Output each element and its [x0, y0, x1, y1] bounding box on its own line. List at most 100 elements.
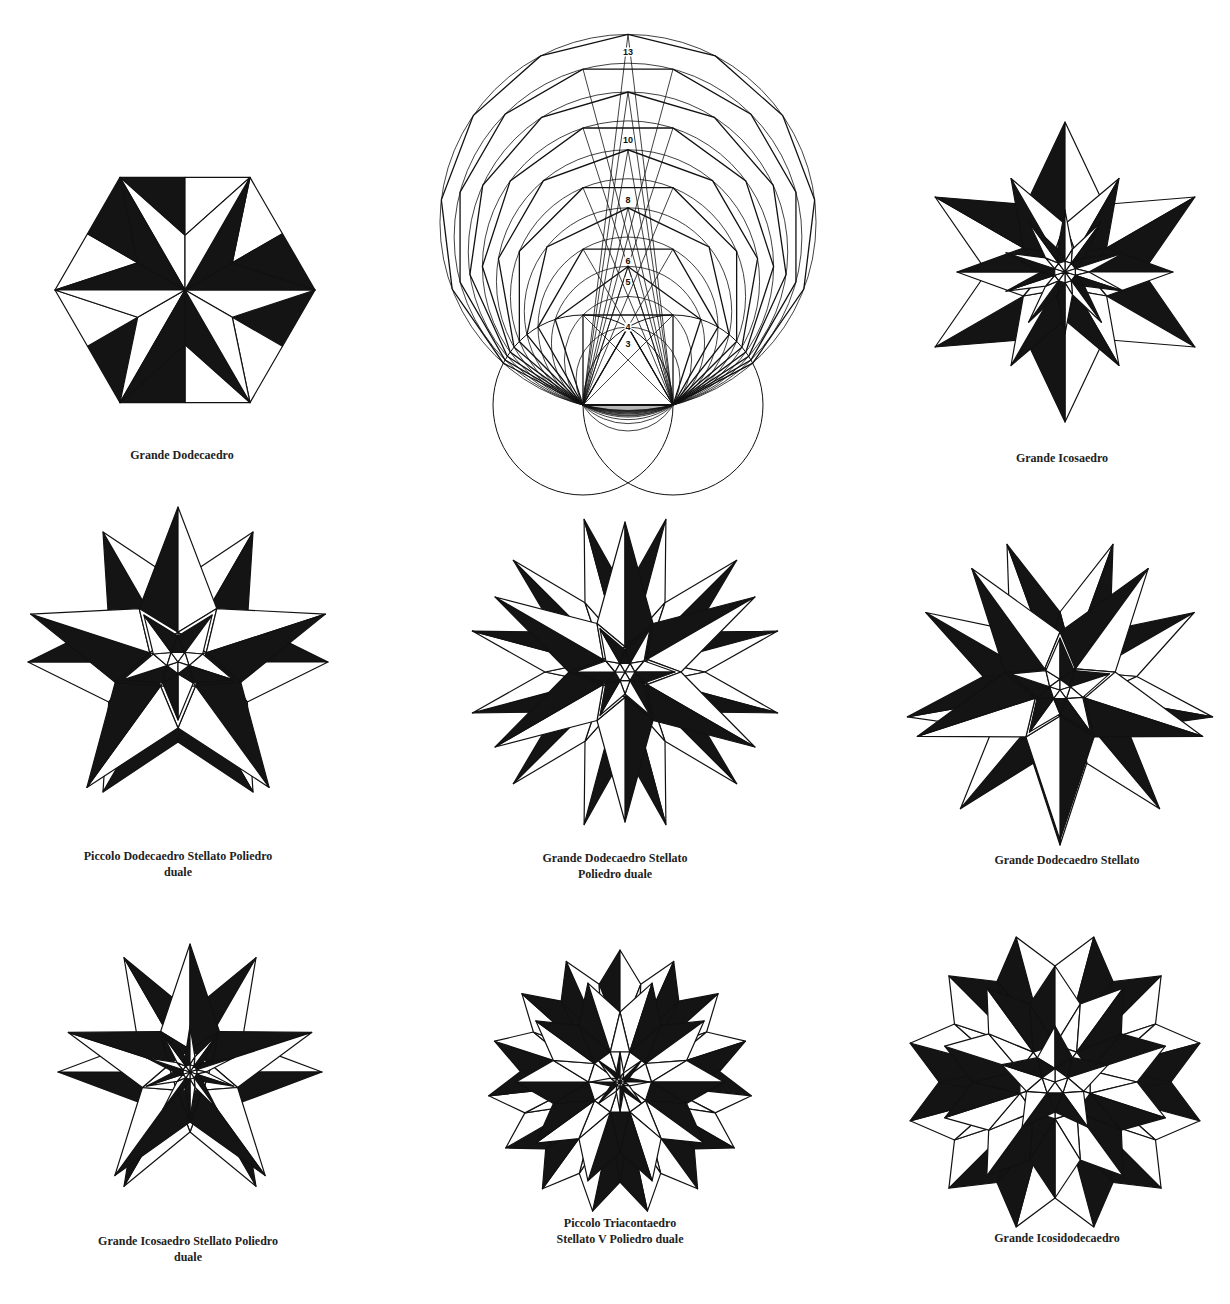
polyhedron-facet [185, 615, 212, 654]
polyhedron-facet [1065, 283, 1072, 334]
polyhedron-facet [1046, 638, 1060, 679]
polygon-construction [440, 34, 816, 495]
polyhedron-facet [146, 1072, 183, 1086]
polyhedron-facet [516, 1082, 589, 1104]
regular-polygon [555, 267, 701, 405]
polyhedron-facet [646, 1021, 705, 1064]
polygon-number: 8 [624, 196, 631, 205]
polyhedron-facet [185, 177, 250, 290]
polyhedron-facet [630, 629, 650, 664]
polyhedron-facet [1029, 222, 1059, 263]
polyhedron-facet [623, 1061, 641, 1079]
polygon-number: 13 [622, 48, 634, 57]
polyhedron-facet [178, 662, 189, 674]
polyhedron-facet [1075, 569, 1148, 673]
polyhedron [146, 1026, 233, 1118]
polyhedron-facet [1029, 222, 1059, 263]
polyhedron-facet [646, 1021, 705, 1064]
construction-line [628, 150, 673, 405]
polyhedron-facet [1071, 281, 1101, 323]
polyhedron-facet [599, 1085, 617, 1103]
polyhedron-facet [31, 609, 150, 653]
polygon-number: 10 [622, 136, 634, 145]
polyhedron-facet [197, 1058, 234, 1072]
polyhedron-facet [1059, 261, 1065, 272]
polygon-number: 4 [624, 323, 631, 332]
construction-line [583, 69, 673, 405]
figure-caption: Piccolo Triacontaedro Stellato V Poliedr… [545, 1215, 695, 1247]
construction-line [583, 150, 628, 405]
polyhedron-facet [647, 672, 755, 747]
polyhedron-facet [1002, 1058, 1042, 1078]
polyhedron [910, 937, 1200, 1227]
polyhedron-facet [178, 686, 269, 787]
polyhedron-facet [495, 597, 603, 659]
polyhedron-facet [625, 697, 653, 822]
construction-line [583, 128, 673, 405]
polyhedron-facet [1071, 281, 1101, 323]
regular-polygon [498, 150, 757, 405]
polyhedron [123, 615, 233, 720]
polyhedron-facet [599, 1061, 617, 1079]
polyhedron-facet [190, 1079, 195, 1118]
polyhedron-facet [1022, 1091, 1047, 1127]
polyhedron-facet [625, 629, 650, 664]
polygon-number: 6 [624, 257, 631, 266]
polyhedron-facet [553, 1060, 594, 1082]
polyhedron-facet [194, 1078, 217, 1109]
polyhedron-facet [1085, 672, 1203, 736]
polyhedron-facet [615, 672, 625, 681]
polyhedron [516, 983, 724, 1181]
polyhedron-facet [163, 1035, 186, 1066]
polyhedron-facet [536, 1101, 595, 1144]
figure-caption: Piccolo Dodecaedro Stellato Poliedro dua… [83, 848, 273, 880]
regular-polygon [460, 69, 796, 405]
circumcircle [440, 34, 816, 410]
polyhedron-facet [120, 177, 185, 290]
circumcircle [496, 150, 759, 413]
polygon-number: 3 [624, 340, 631, 349]
polyhedron-facet [120, 177, 185, 290]
polyhedron [945, 966, 1166, 1198]
polyhedron-facet [647, 685, 755, 747]
figure-caption: Grande Icosaedro Stellato Poliedro duale [98, 1233, 278, 1265]
polyhedron-facet [987, 988, 1034, 1052]
regular-polygon [470, 92, 786, 405]
polyhedron-facet [185, 177, 250, 290]
construction-line [628, 34, 673, 405]
polyhedron-facet [1050, 679, 1060, 690]
polyhedron-facet [625, 681, 650, 716]
polyhedron [472, 519, 777, 824]
polygon-number: 5 [624, 278, 631, 287]
polyhedron-facet [495, 597, 603, 672]
polyhedron [575, 629, 675, 716]
circumcircle [468, 92, 787, 411]
regular-polygon [441, 34, 814, 405]
figure-caption: Grande Icosidodecaedro [947, 1230, 1167, 1246]
polyhedron-facet [623, 1085, 641, 1103]
polyhedron-facet [635, 661, 675, 672]
polyhedron-facet [600, 681, 625, 716]
polyhedron-facet [652, 1060, 725, 1082]
polyhedron-facet [55, 290, 185, 317]
polyhedron-facet [599, 1085, 617, 1103]
construction-line [583, 208, 628, 405]
polyhedron-facet [610, 1012, 629, 1052]
construction-line [583, 128, 673, 405]
regular-polygon [583, 327, 673, 405]
figure-caption: Grande Dodecaedro [82, 447, 282, 463]
polyhedron-facet [1026, 716, 1060, 840]
polyhedron-facet [495, 672, 603, 747]
polyhedron-facet [600, 629, 625, 664]
polyhedron-facet [189, 666, 233, 683]
polyhedron-facet [186, 1065, 190, 1072]
polyhedron-facet [617, 1078, 620, 1083]
polyhedron-facet [600, 681, 620, 716]
polyhedron-facet [620, 650, 630, 663]
polyhedron-facet [599, 1061, 617, 1079]
circumcircle [454, 63, 802, 411]
polyhedron [1011, 638, 1110, 732]
polyhedron-facet [1011, 671, 1050, 687]
